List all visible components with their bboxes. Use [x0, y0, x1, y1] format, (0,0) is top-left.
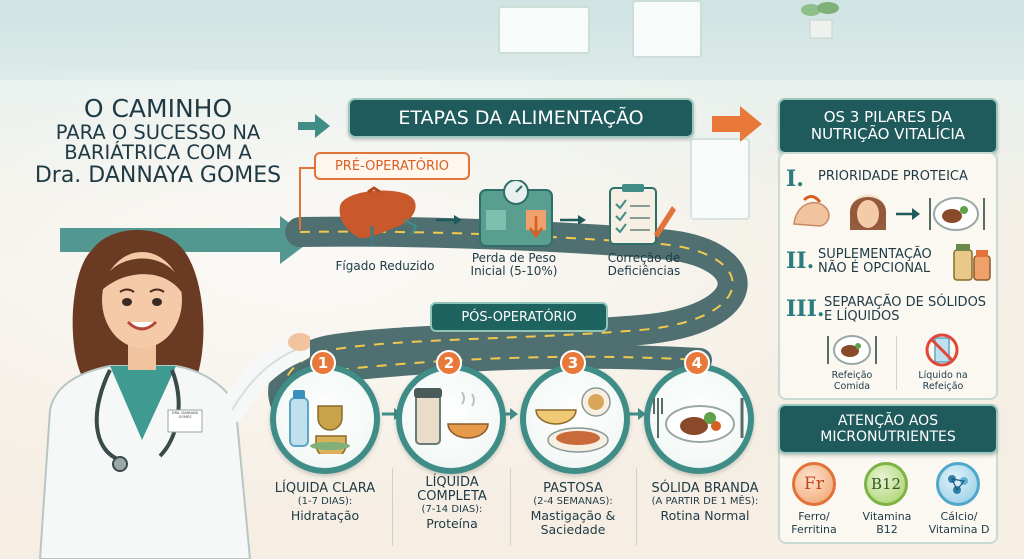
etapas-header-text: ETAPAS DA ALIMENTAÇÃO: [398, 107, 644, 129]
doctor-illustration: [38, 229, 310, 559]
separacao-divider: [896, 336, 897, 390]
meal-plate-icon: [827, 335, 877, 365]
stage-1-label: LÍQUIDA CLARA (1-7 DIAS): Hidratação: [258, 481, 392, 524]
stage-3-desc: Mastigação & Saciedade: [530, 508, 616, 538]
pillar-3-title: SEPARAÇÃO DE SÓLIDOS E LÍQUIDOS: [824, 295, 987, 325]
pos-operatorio-label: PÓS-OPERATÓRIO: [461, 309, 577, 325]
protein-icons: [793, 194, 985, 231]
pre-step-1-label: Fígado Reduzido: [335, 259, 435, 273]
pre-step-2-label: Perda de Peso Inicial (5-10%): [470, 251, 558, 279]
stage-2-title: LÍQUIDA COMPLETA: [417, 475, 487, 505]
separacao-left-label: Refeição Comida: [831, 370, 873, 393]
stage-1-title: LÍQUIDA CLARA: [274, 481, 376, 496]
stage-2-number: 2: [436, 350, 462, 376]
calcium-label: Cálcio/ Vitamina D: [928, 510, 990, 537]
vitamin-b12-icon: B12: [864, 462, 908, 506]
pillar-1-title: PRIORIDADE PROTEICA: [818, 169, 968, 184]
pilares-header-text: OS 3 PILARES DA NUTRIÇÃO VITALÍCIA: [810, 107, 966, 143]
stage-4-duration: (A PARTIR DE 1 MÊS):: [651, 496, 759, 508]
stage-3-duration: (2-4 SEMANAS):: [533, 496, 613, 508]
water-tea-icon: [289, 390, 350, 454]
shake-soup-icon: [414, 388, 489, 445]
background-poster: [632, 0, 702, 58]
scale-icon: [479, 180, 553, 247]
etapas-header: ETAPAS DA ALIMENTAÇÃO: [348, 98, 694, 138]
pillar-1-numeral: I.: [786, 166, 804, 192]
supplement-bottles-icon: [953, 244, 991, 281]
stage-2-duration: (7-14 DIAS):: [421, 504, 483, 516]
micronutrientes-header: ATENÇÃO AOS MICRONUTRIENTES: [778, 404, 998, 454]
pillar-2-numeral: II.: [786, 248, 815, 274]
stage-1-duration: (1-7 DIAS):: [297, 496, 353, 508]
micronutrientes-header-text: ATENÇÃO AOS MICRONUTRIENTES: [820, 412, 956, 445]
title-line-1: O CAMINHO: [83, 94, 233, 123]
stage-divider: [392, 468, 393, 546]
stage-divider: [510, 468, 511, 546]
separacao-right-label: Líquido na Refeição: [918, 370, 968, 393]
stage-3-label: PASTOSA (2-4 SEMANAS): Mastigação & Saci…: [514, 481, 632, 538]
plant-icon: [801, 2, 839, 39]
pre-operatorio-pill: PRÉ-OPERATÓRIO: [314, 152, 470, 180]
pillar-3-numeral: III.: [786, 296, 825, 322]
stage-4-number: 4: [684, 350, 710, 376]
pre-operatorio-label: PRÉ-OPERATÓRIO: [334, 158, 450, 174]
clipboard-icon: [609, 184, 676, 245]
stage-1-desc: Hidratação: [290, 508, 360, 524]
stage-3-title: PASTOSA: [543, 481, 603, 496]
iron-icon: Fr: [792, 462, 836, 506]
pilares-header: OS 3 PILARES DA NUTRIÇÃO VITALÍCIA: [778, 98, 998, 154]
title-line-4: Dra. DANNAYA GOMES: [34, 162, 282, 188]
liver-icon: [339, 186, 418, 246]
main-title: O CAMINHO PARA O SUCESSO NA BARIÁTRICA C…: [18, 94, 298, 188]
title-line-2: PARA O SUCESSO NA: [55, 120, 261, 144]
doctor-badge: DRA. DANNAYA GOMES: [171, 411, 199, 419]
iron-label: Ferro/ Ferritina: [791, 510, 837, 537]
background-monitor: [498, 6, 590, 54]
pos-operatorio-pill: PÓS-OPERATÓRIO: [430, 302, 608, 332]
stage-2-desc: Proteína: [426, 516, 478, 532]
pre-step-3-label: Correção de Deficiências: [607, 251, 681, 279]
no-liquid-icon: [925, 333, 959, 367]
stage-1-number: 1: [310, 350, 336, 376]
stage-4-title: SÓLIDA BRANDA: [651, 481, 759, 496]
stage-4-label: SÓLIDA BRANDA (A PARTIR DE 1 MÊS): Rotin…: [640, 481, 770, 524]
pillar-2-title: SUPLEMENTAÇÃO NÃO É OPCIONAL: [818, 247, 932, 277]
stage-3-number: 3: [560, 350, 586, 376]
stage-divider: [636, 468, 637, 546]
b12-label: Vitamina B12: [862, 510, 912, 537]
stage-2-circle: [396, 364, 506, 474]
title-line-3: BARIÁTRICA COM A: [64, 141, 252, 165]
calcium-vitamin-d-icon: [936, 462, 980, 506]
stage-2-label: LÍQUIDA COMPLETA (7-14 DIAS): Proteína: [396, 475, 508, 532]
molecule-icon: [948, 475, 968, 494]
puree-icon: [535, 387, 611, 453]
plate-icon: [653, 398, 744, 443]
iron-symbol: Fr: [804, 474, 824, 494]
stage-4-desc: Rotina Normal: [660, 508, 750, 524]
b12-symbol: B12: [870, 475, 902, 493]
